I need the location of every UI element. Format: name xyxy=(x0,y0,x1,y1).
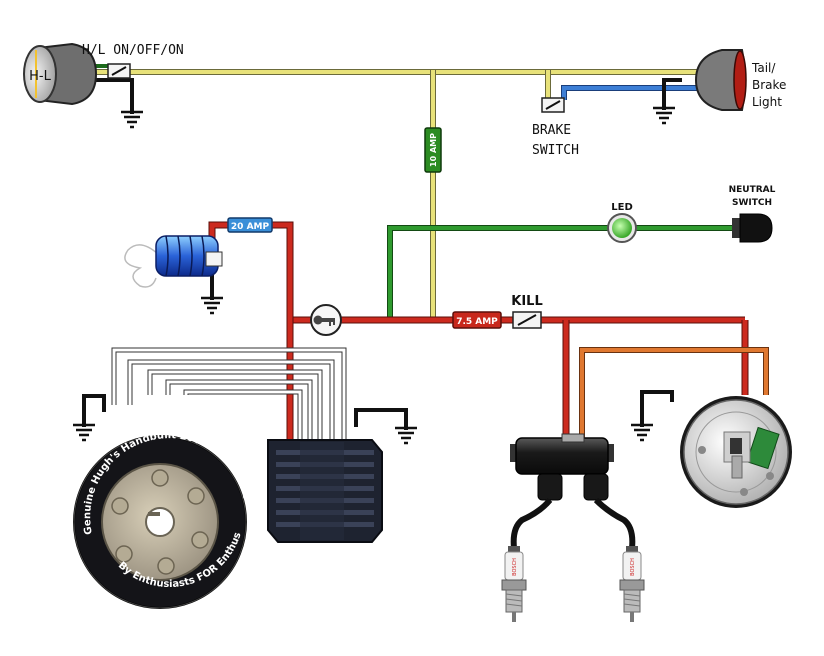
tail-brake-light xyxy=(694,49,747,111)
fuse-10-amp-label: 10 AMP xyxy=(429,133,438,167)
headlight-switch-label: H/L ON/OFF/ON xyxy=(82,43,184,58)
ground-icon xyxy=(653,106,675,125)
capacitor xyxy=(124,235,223,288)
key-icon xyxy=(313,315,335,326)
brake-switch-label-1: BRAKE xyxy=(532,123,571,138)
fuse-10-amp: 10 AMP xyxy=(424,127,442,173)
blue-wire xyxy=(561,85,705,100)
fuse-20-amp-label: 20 AMP xyxy=(231,222,270,232)
spark-plug-right: BOSCH xyxy=(619,546,645,622)
yellow-wires xyxy=(87,69,708,321)
tail-label-1: Tail/ xyxy=(751,61,776,75)
neutral-switch xyxy=(732,213,773,243)
fuse-7-5-amp-label: 7.5 AMP xyxy=(456,317,498,327)
led-label: LED xyxy=(611,202,633,213)
neutral-label-2: SWITCH xyxy=(732,198,772,208)
ground-icon xyxy=(121,108,143,129)
tail-label-2: Brake xyxy=(752,78,786,92)
kill-label: KILL xyxy=(511,294,542,309)
ground-icon xyxy=(73,423,95,442)
ground-icon xyxy=(631,423,653,442)
ignition-key-switch xyxy=(310,304,342,336)
brake-switch xyxy=(541,97,565,113)
spark-plug-left: BOSCH xyxy=(501,546,527,622)
stator-bolts xyxy=(111,469,209,575)
tail-label-3: Light xyxy=(752,95,782,109)
white-wires xyxy=(111,347,347,440)
orange-wire xyxy=(579,347,769,440)
headlight-label: H-L xyxy=(29,69,51,84)
ground-symbols xyxy=(73,106,675,445)
green-wires xyxy=(90,64,736,318)
neutral-led xyxy=(607,213,637,243)
spark-plug-right-text: BOSCH xyxy=(630,558,636,576)
ground-icon xyxy=(201,296,223,315)
brake-switch-label-2: SWITCH xyxy=(532,143,579,158)
headlight-switch xyxy=(107,63,131,79)
red-wires xyxy=(208,221,749,440)
fuse-7-5-amp: 7.5 AMP xyxy=(452,311,502,329)
kill-switch xyxy=(512,311,542,329)
fuse-20-amp: 20 AMP xyxy=(227,217,273,233)
headlight: H-L xyxy=(23,42,98,106)
spark-plug-left-text: BOSCH xyxy=(512,558,518,576)
regulator-rectifier xyxy=(267,439,383,543)
ignition-coil xyxy=(510,433,636,549)
ground-icon xyxy=(395,426,417,445)
ignition-pickup xyxy=(680,396,792,508)
neutral-label-1: NEUTRAL xyxy=(729,185,776,195)
